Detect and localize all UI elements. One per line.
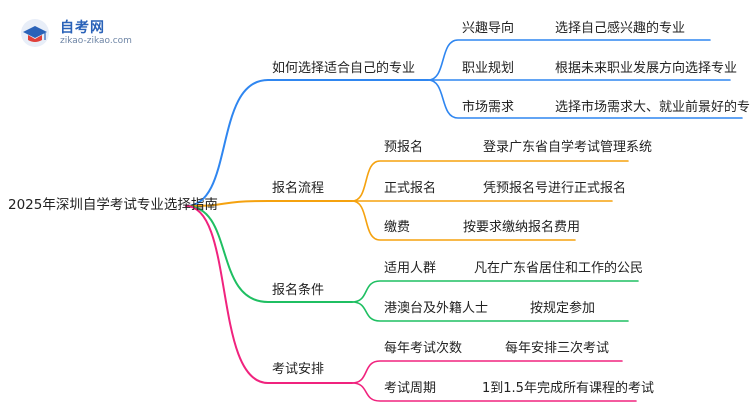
node-formal-registration: 正式报名 — [384, 181, 437, 196]
node-interest: 兴趣导向 — [462, 21, 515, 36]
child-connector — [427, 79, 743, 119]
branch-exam-schedule: 考试安排 — [272, 362, 325, 377]
node-applicable-people: 适用人群 — [384, 261, 437, 276]
node-hk-macao-taiwan: 港澳台及外籍人士 — [384, 301, 489, 316]
child-connector — [351, 160, 629, 202]
node-interest-desc: 选择自己感兴趣的专业 — [555, 21, 686, 36]
node-market: 市场需求 — [462, 100, 515, 115]
node-applicable-people-desc: 凡在广东省居住和工作的公民 — [474, 261, 644, 276]
graduation-cap-icon — [21, 19, 49, 47]
node-exam-cycle-desc: 1到1.5年完成所有课程的考试 — [482, 381, 654, 396]
node-hk-macao-taiwan-desc: 按规定参加 — [530, 301, 596, 316]
root-topic: 2025年深圳自学考试专业选择指南 — [8, 197, 218, 213]
child-connector — [351, 280, 639, 303]
node-payment-desc: 按要求缴纳报名费用 — [463, 220, 581, 235]
node-payment: 缴费 — [384, 220, 411, 235]
node-market-desc: 选择市场需求大、就业前景好的专业 — [555, 100, 750, 115]
logo-name: 自考网 — [60, 20, 105, 36]
node-pre-registration: 预报名 — [384, 140, 424, 155]
child-connector — [351, 382, 637, 402]
branch-connector — [185, 205, 353, 303]
child-connector — [351, 360, 623, 384]
node-exams-per-year-desc: 每年安排三次考试 — [505, 341, 610, 356]
child-connector — [351, 301, 629, 322]
node-career: 职业规划 — [462, 61, 515, 76]
node-career-desc: 根据未来职业发展方向选择专业 — [555, 61, 738, 76]
branch-connector — [185, 79, 429, 207]
node-formal-registration-desc: 凭预报名号进行正式报名 — [483, 181, 627, 196]
branch-connector — [185, 205, 353, 384]
branch-registration-process: 报名流程 — [272, 181, 325, 196]
branch-choose-major: 如何选择适合自己的专业 — [272, 61, 416, 76]
node-exam-cycle: 考试周期 — [384, 381, 437, 396]
child-connector — [351, 200, 576, 241]
branch-connector — [185, 200, 353, 207]
node-pre-registration-desc: 登录广东省自学考试管理系统 — [483, 140, 653, 155]
child-connector — [427, 39, 711, 81]
branch-eligibility: 报名条件 — [272, 283, 325, 298]
site-logo[interactable]: 自考网 zikao-zikao.com — [20, 14, 160, 56]
logo-url: zikao-zikao.com — [60, 36, 132, 46]
node-exams-per-year: 每年考试次数 — [384, 341, 463, 356]
